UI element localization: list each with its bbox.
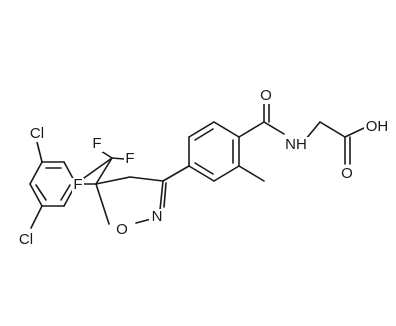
atom-cl-bottom: Cl (19, 231, 33, 248)
glycine-chain (305, 121, 365, 165)
atom-f-top-left: F (92, 135, 101, 152)
atom-cl-top: Cl (30, 125, 44, 142)
bond-cl-bottom (30, 205, 43, 229)
atom-o-carbonyl: O (260, 87, 272, 104)
atom-o-acid: O (341, 165, 353, 182)
trifluoromethyl-group (83, 150, 125, 185)
atom-oh: OH (366, 118, 389, 135)
methylphenyl-ring (188, 121, 240, 182)
bond-c3-aryl (162, 165, 190, 182)
atom-o-ring: O (116, 221, 128, 238)
atom-f-top-right: F (125, 150, 134, 167)
bond-cl-top (36, 141, 43, 163)
atom-f-bottom: F (73, 176, 82, 193)
bond-methyl (238, 165, 265, 182)
amide-group (238, 102, 285, 138)
isoxazoline-ring (95, 176, 167, 225)
atom-n-ring: N (152, 208, 163, 225)
dichlorophenyl-ring (29, 161, 77, 207)
atom-nh: NH (285, 136, 307, 153)
